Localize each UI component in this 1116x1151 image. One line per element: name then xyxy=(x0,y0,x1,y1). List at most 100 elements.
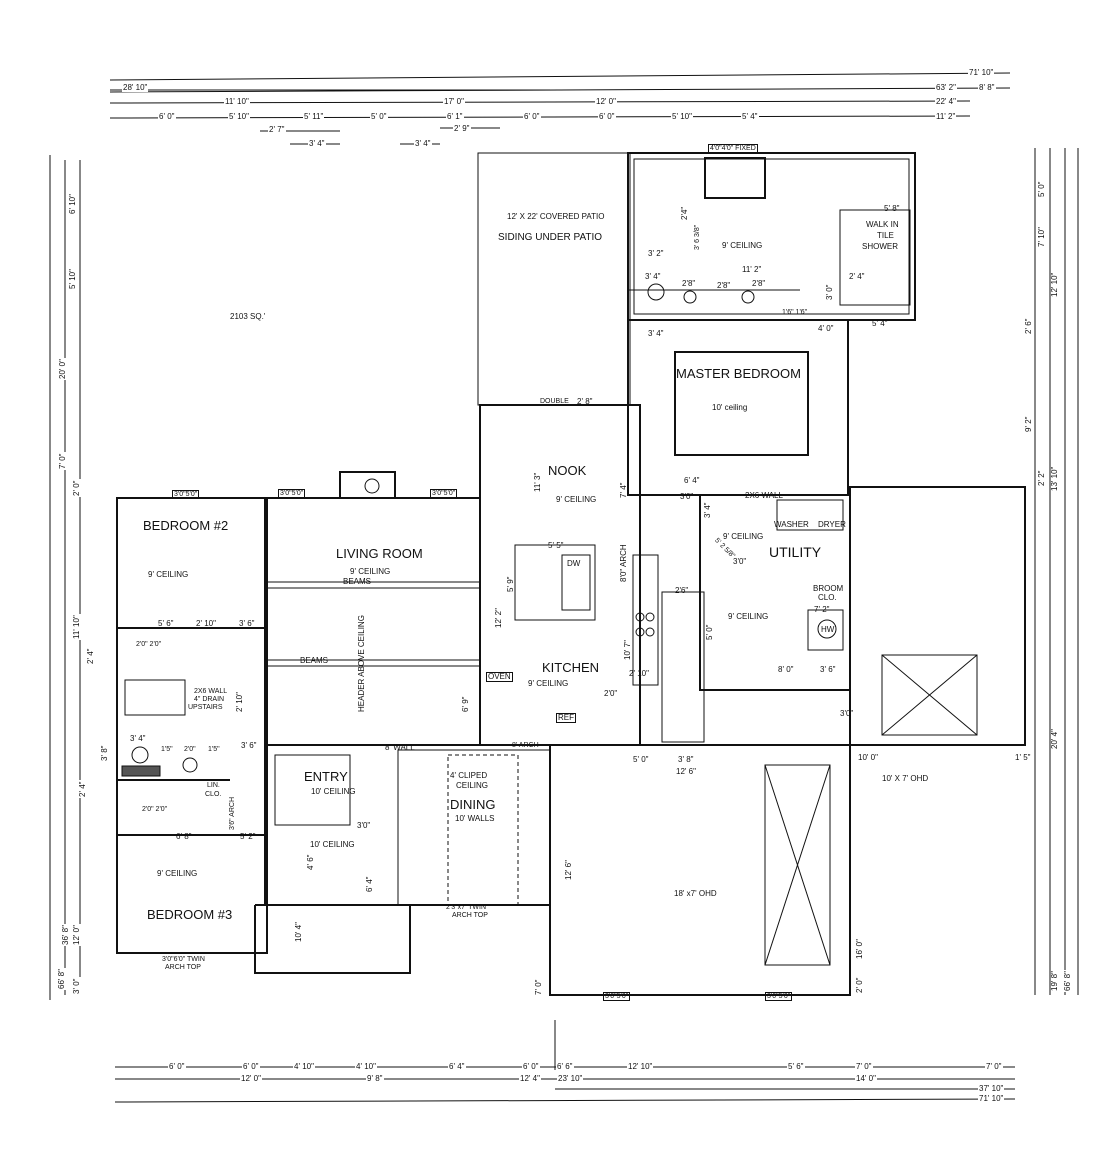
dim-inner: 3'0" xyxy=(733,557,747,566)
window-garage-2: 3'0"5'0" xyxy=(765,992,793,1001)
dim-left: 2' 0" xyxy=(72,479,81,497)
dim-right: 12' 10" xyxy=(1050,271,1059,298)
utility-wall-note: 2X6 WALL xyxy=(745,491,783,500)
dim-inner: 7' 2" xyxy=(814,605,830,614)
dim-inner: 2'8" xyxy=(752,279,766,288)
dim-inner: 6' 9" xyxy=(461,696,470,713)
dim-inner: 11' 3" xyxy=(533,472,542,492)
dim-inner: 12' 2" xyxy=(494,608,503,628)
dim-inner: 3' 6 3/8" xyxy=(694,224,701,250)
dim-inner: 12' 6" xyxy=(564,860,573,880)
bedroom-2-ceiling: 9' CEILING xyxy=(148,570,189,579)
bedroom-3-label: BEDROOM #3 xyxy=(147,907,233,922)
window-bedroom-3-2: ARCH TOP xyxy=(165,964,201,971)
dim-right: 13' 10" xyxy=(1050,465,1059,492)
dim-inner: 2'0" xyxy=(184,746,196,753)
dim-inner: 6' 4" xyxy=(365,876,374,893)
master-bath-ceiling: 9' CEILING xyxy=(722,241,763,250)
kitchen-ceiling: 9' CEILING xyxy=(528,679,569,688)
entry-label: ENTRY xyxy=(304,769,348,784)
dining-walls: 10' WALLS xyxy=(455,814,495,823)
dim-top: 5' 0" xyxy=(370,112,388,121)
dim-right: 2' 2" xyxy=(1037,469,1046,487)
dim-inner: 5' 4" xyxy=(872,319,888,328)
dim-inner: 3' 4" xyxy=(703,502,712,519)
beams-label-1: BEAMS xyxy=(343,577,372,586)
window-garage-1: 3'0"5'0" xyxy=(603,992,631,1001)
dim-inner: 3' 4" xyxy=(130,734,146,743)
dim-inner: 3' 6" xyxy=(239,619,255,628)
window-bedroom-2: 3'0"5'0" xyxy=(172,490,200,499)
dim-top: 3' 4" xyxy=(414,139,432,148)
master-bedroom-label: MASTER BEDROOM xyxy=(676,366,801,381)
dim-inner: 7' 4" xyxy=(619,482,628,499)
dishwasher-label: DW xyxy=(567,559,581,568)
dim-inner: 10' 4" xyxy=(294,922,303,942)
dim-inner: 8' 0" xyxy=(778,665,794,674)
dim-inner: 4' 6" xyxy=(306,854,315,871)
dim-bottom: 12' 4" xyxy=(519,1074,541,1083)
dim-right: 20' 4" xyxy=(1050,728,1059,750)
dim-bottom: 6' 0" xyxy=(242,1062,260,1071)
dim-top: 5' 11" xyxy=(303,112,325,121)
dim-inner: 3' 0" xyxy=(825,284,834,301)
bath-wall-note-2: 4" DRAIN xyxy=(194,696,225,703)
dim-inner: 5' 2" xyxy=(240,832,256,841)
dim-top: 8' 8" xyxy=(978,83,996,92)
dim-right: 7' 10" xyxy=(1037,226,1046,248)
dim-bottom: 4' 10" xyxy=(293,1062,315,1071)
dim-bottom: 14' 0" xyxy=(855,1074,877,1083)
dim-bottom: 7' 0" xyxy=(985,1062,1003,1071)
window-living-2: 3'0"5'0" xyxy=(430,489,458,498)
dining-clip-label-1: 4' CLIPED xyxy=(450,771,488,780)
oven-label: OVEN xyxy=(486,672,513,682)
dim-bottom: 4' 10" xyxy=(355,1062,377,1071)
dim-inner: 2'8" xyxy=(682,279,696,288)
dim-inner: 2' 10" xyxy=(196,619,216,628)
dim-inner: 6' 8" xyxy=(176,832,192,841)
dim-inner: 3' 8" xyxy=(678,755,694,764)
dim-bottom: 6' 0" xyxy=(522,1062,540,1071)
nook-ceiling: 9' CEILING xyxy=(556,495,597,504)
dim-top: 11' 2" xyxy=(935,112,957,121)
dim-bottom: 9' 8" xyxy=(366,1074,384,1083)
dim-top: 22' 4" xyxy=(935,97,957,106)
dim-inner: 1'5" xyxy=(208,746,220,753)
dim-top: 5' 10" xyxy=(228,112,250,121)
dim-top: 17' 0" xyxy=(443,97,465,106)
living-room-ceiling: 9' CEILING xyxy=(350,567,391,576)
dim-top: 63' 2" xyxy=(935,83,957,92)
broom-closet-label-1: BROOM xyxy=(813,584,844,593)
arch-36-label: 3'6" ARCH xyxy=(229,796,236,830)
utility-ceiling: 9' CEILING xyxy=(723,532,764,541)
dim-inner: 3'0" xyxy=(357,821,371,830)
dim-right: 9' 2" xyxy=(1024,415,1033,433)
dim-left: 6' 10" xyxy=(68,193,77,215)
washer-label: WASHER xyxy=(774,520,809,529)
dim-right: 19' 8" xyxy=(1050,970,1059,992)
dim-inner: 6' 4" xyxy=(684,476,700,485)
nook-label: NOOK xyxy=(548,463,587,478)
dim-inner: 3' 4" xyxy=(648,329,664,338)
dim-inner: 1' 5" xyxy=(1015,753,1031,762)
dim-inner: 11' 2" xyxy=(742,265,762,274)
living-room-label: LIVING ROOM xyxy=(336,546,423,561)
bath-wall-note-3: UPSTAIRS xyxy=(188,704,223,711)
dim-inner: 10' 7" xyxy=(623,640,632,660)
dim-top: 5' 10" xyxy=(671,112,693,121)
dim-inner: 2' 4" xyxy=(849,272,865,281)
shower-label-3: SHOWER xyxy=(862,242,898,251)
dim-top: 6' 0" xyxy=(158,112,176,121)
dim-bottom: 12' 0" xyxy=(240,1074,262,1083)
linen-closet-label-1: LIN. xyxy=(207,782,220,789)
header-label: HEADER ABOVE CEILING xyxy=(357,615,366,712)
window-fixed: 4'0"4'0" FIXED xyxy=(708,144,758,153)
wall-8-label: 8' WALL xyxy=(385,743,415,752)
patio-label: 12' X 22' COVERED PATIO xyxy=(507,212,605,221)
broom-closet-label-2: CLO. xyxy=(818,593,837,602)
dim-inner: 2'0" 2'0" xyxy=(136,641,162,648)
dim-top: 12' 0" xyxy=(595,97,617,106)
dim-inner: 4' 0" xyxy=(818,324,834,333)
